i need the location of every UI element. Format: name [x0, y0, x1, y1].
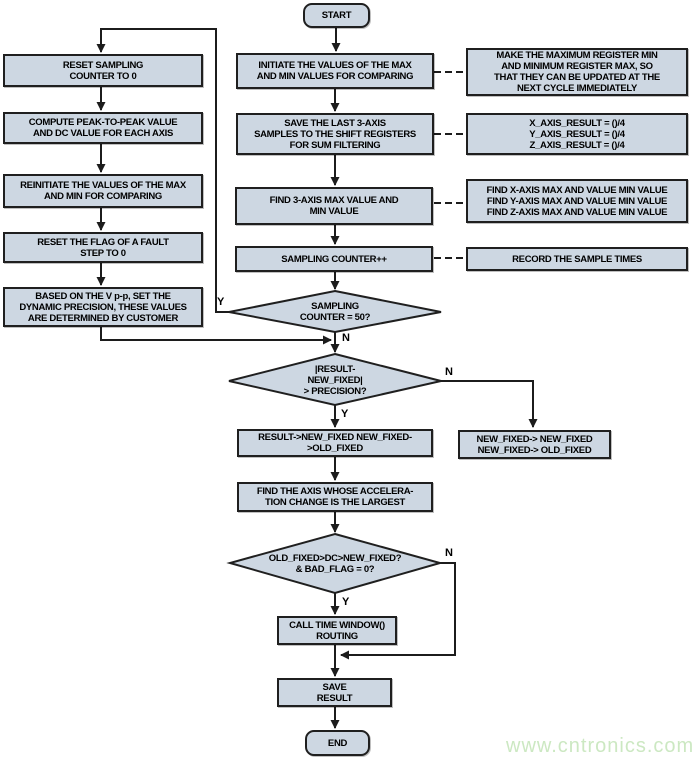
flow-note-axis-result: X_AXIS_RESULT = ()/4 Y_AXIS_RESULT = ()/… [466, 113, 688, 155]
flow-node-reset-fault-flag: RESET THE FLAG OF A FAULT STEP TO 0 [3, 232, 203, 263]
connector-d3-no [340, 562, 456, 660]
decision-window-shape [226, 532, 444, 595]
flow-node-compute-peak-to-peak: COMPUTE PEAK-TO-PEAK VALUE AND DC VALUE … [3, 112, 203, 144]
decision-sampling-counter-shape [228, 289, 442, 334]
branch-label-d1-no: N [342, 332, 350, 344]
branch-label-d3-no: N [445, 547, 453, 559]
flow-node-initiate-max-min: INITIATE THE VALUES OF THE MAX AND MIN V… [236, 53, 434, 89]
flow-node-sampling-counter-increment: SAMPLING COUNTER++ [235, 246, 433, 272]
flow-node-find-3axis-max-min: FIND 3-AXIS MAX VALUE AND MIN VALUE [235, 187, 433, 225]
connector-d2-no [441, 380, 538, 428]
flow-node-find-axis-largest-change: FIND THE AXIS WHOSE ACCELERA- TION CHANG… [237, 482, 433, 512]
flow-note-find-xyz-max-min: FIND X-AXIS MAX AND VALUE MIN VALUE FIND… [466, 179, 688, 223]
connector-left5-join [100, 327, 332, 345]
flow-node-reinitiate-max-min: REINITIATE THE VALUES OF THE MAX AND MIN… [3, 174, 203, 208]
flow-node-set-dynamic-precision: BASED ON THE V p-p, SET THE DYNAMIC PREC… [3, 287, 203, 327]
decision-window-label: OLD_FIXED>DC>NEW_FIXED? & BAD_FLAG = 0? [268, 553, 402, 575]
branch-label-d3-yes: Y [342, 596, 350, 608]
watermark-text: www.cntronics.com [506, 735, 692, 757]
flow-node-save-shift-registers: SAVE THE LAST 3-AXIS SAMPLES TO THE SHIF… [236, 113, 434, 155]
decision-precision-label: |RESULT- NEW_FIXED| > PRECISION? [303, 363, 367, 397]
flow-note-make-max-min: MAKE THE MAXIMUM REGISTER MIN AND MINIMU… [466, 48, 688, 96]
flow-node-start: START [303, 3, 370, 28]
decision-sampling-counter-label: SAMPLING COUNTER = 50? [299, 301, 371, 323]
branch-label-d2-yes: Y [341, 408, 349, 420]
flow-node-save-result: SAVE RESULT [277, 678, 392, 707]
branch-label-d1-yes: Y [217, 296, 225, 308]
branch-label-d2-no: N [445, 366, 453, 378]
flow-node-reset-sampling-counter: RESET SAMPLING COUNTER TO 0 [3, 54, 203, 87]
decision-precision-shape [228, 352, 442, 407]
flow-node-result-to-new-fixed: RESULT->NEW_FIXED NEW_FIXED- >OLD_FIXED [237, 429, 433, 457]
connector-d1-yes-loop [96, 28, 229, 313]
flow-node-new-fixed-swap: NEW_FIXED-> NEW_FIXED NEW_FIXED-> OLD_FI… [458, 430, 611, 459]
flow-node-call-time-window: CALL TIME WINDOW() ROUTING [277, 616, 397, 645]
flow-note-record-sample-times: RECORD THE SAMPLE TIMES [466, 247, 688, 271]
flow-node-end: END [305, 730, 370, 756]
